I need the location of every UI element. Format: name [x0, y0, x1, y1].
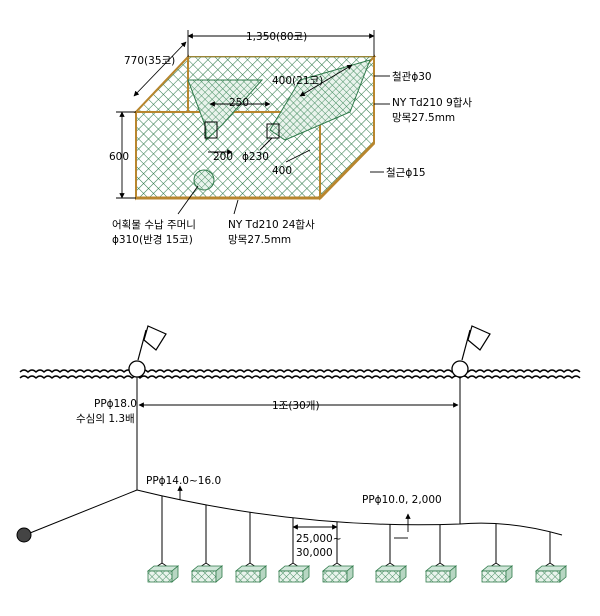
set-label: 1조(30개) [272, 400, 320, 412]
entrance-width-label: 400(21코) [272, 75, 323, 87]
mainline-label-2: 수심의 1.3배 [76, 413, 135, 425]
frame-label: 철관ϕ30 [392, 71, 432, 83]
mini-trap-side [505, 565, 513, 583]
upper-net-label-1: NY Td210 9합사 [392, 97, 472, 109]
buoy-left [128, 325, 167, 378]
anchor-weight-icon [16, 527, 32, 543]
wave-line-1 [19, 369, 581, 373]
lower-net-label-2: 망목27.5mm [228, 234, 291, 246]
trap-length-label: 1,350(80코) [246, 31, 307, 43]
buoy-right [451, 325, 491, 378]
rebar-label: 철근ϕ15 [386, 167, 426, 179]
entrance-small-label: 200 [213, 151, 233, 163]
upper-net-label-2: 망목27.5mm [392, 112, 455, 124]
branch-traps [146, 495, 568, 583]
mini-trap [235, 570, 261, 583]
entrance-ring-left [204, 121, 218, 139]
catch-pocket [193, 169, 215, 191]
trap-box [133, 54, 377, 201]
mini-trap-side [259, 565, 267, 583]
mini-trap [322, 570, 348, 583]
mini-trap-side [302, 565, 310, 583]
mini-trap [147, 570, 173, 583]
mini-trap-side [171, 565, 179, 583]
spacing-label-1: 25,000~ [296, 533, 342, 545]
mini-trap [191, 570, 217, 583]
mini-trap-side [215, 565, 223, 583]
trap-labels: 1,350(80코) 770(35코) 600 400(21코) 250 200… [109, 31, 472, 246]
flag-icon [143, 325, 167, 351]
mini-trap-side [449, 565, 457, 583]
entrance-ring-right [266, 123, 280, 139]
mainline-label-1: PPϕ18.0 [94, 398, 137, 410]
mini-trap [375, 570, 401, 583]
trap-bottom-frame [136, 141, 376, 200]
pocket-label-2: ϕ310(반경 15코) [112, 233, 193, 246]
lower-net-label-1: NY Td210 24합사 [228, 219, 315, 231]
sea-surface [19, 369, 581, 379]
buoy-icon [128, 360, 146, 378]
entrance-funnel-left [187, 79, 264, 142]
branch-label: PPϕ10.0, 2,000 [362, 494, 442, 506]
mini-trap-side [346, 565, 354, 583]
mini-trap-side [559, 565, 567, 583]
buoy-icon [451, 360, 469, 378]
mini-trap [425, 570, 451, 583]
mini-trap-side [399, 565, 407, 583]
anchor-line [29, 489, 138, 534]
mini-trap [535, 570, 561, 583]
line-labels: PPϕ18.0 수심의 1.3배 1조(30개) PPϕ14.0~16.0 PP… [76, 398, 442, 559]
flag-icon [467, 325, 491, 351]
entrance-gap-label: 250 [229, 97, 249, 109]
mini-trap [278, 570, 304, 583]
spacing-label-2: 30,000 [296, 547, 333, 559]
trap-width-label: 770(35코) [124, 55, 175, 67]
trap-height-label: 600 [109, 151, 129, 163]
trap-dimensions [116, 30, 390, 215]
wave-line-2 [19, 375, 581, 379]
groundline [136, 489, 563, 536]
entrance-depth-label: 400 [272, 165, 292, 177]
entrance-dia-label: ϕ230 [242, 151, 269, 163]
pocket-label-1: 어획물 수납 주머니 [112, 219, 196, 231]
groundline-label: PPϕ14.0~16.0 [146, 475, 221, 487]
mini-trap [481, 570, 507, 583]
